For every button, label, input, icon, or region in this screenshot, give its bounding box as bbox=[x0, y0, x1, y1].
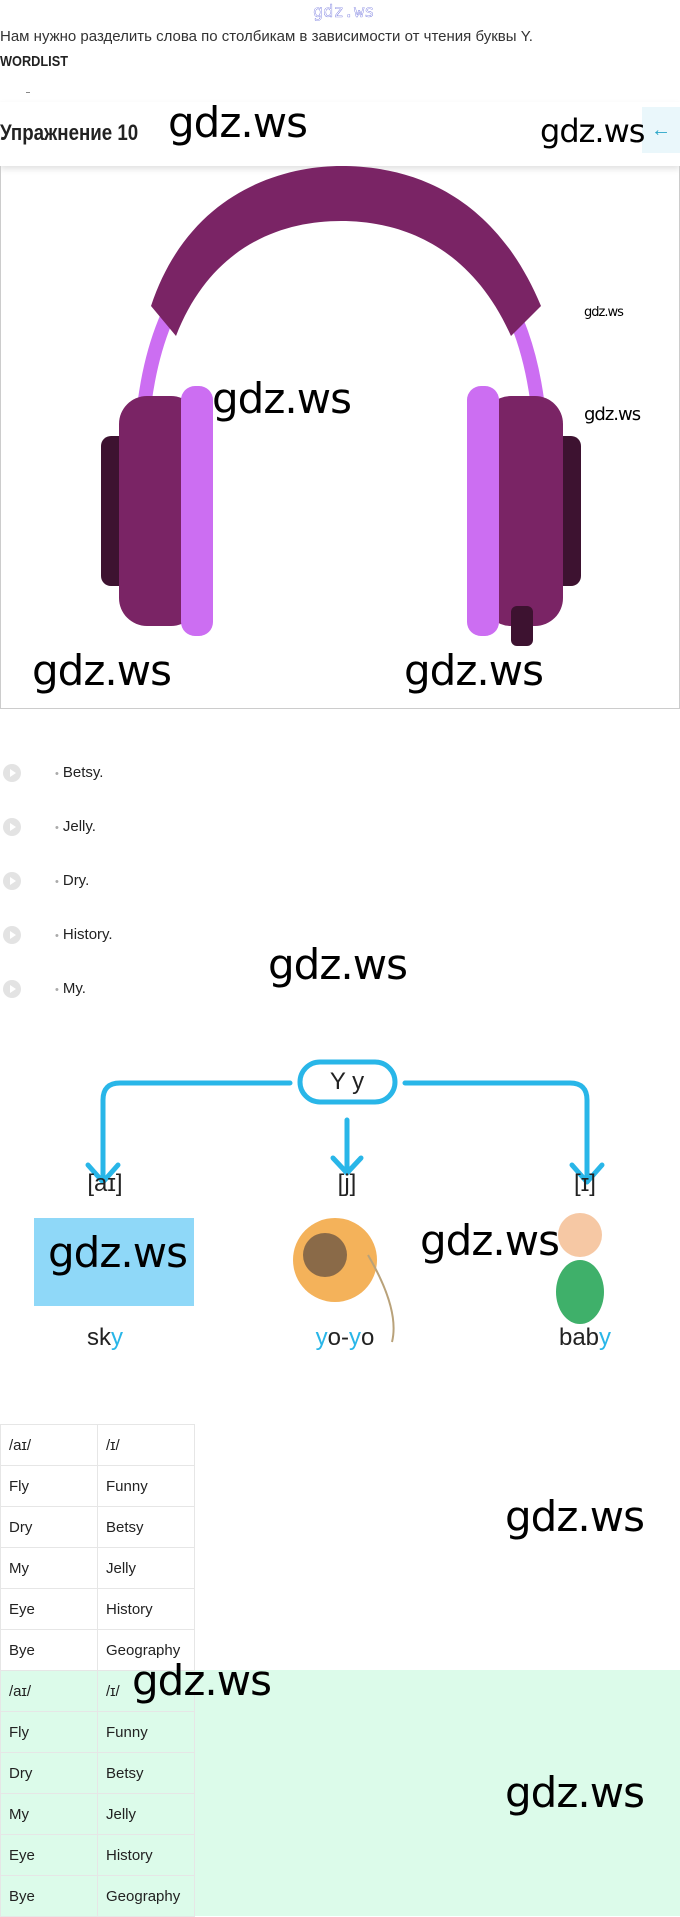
play-icon[interactable] bbox=[3, 980, 21, 998]
table-cell: Eye bbox=[0, 1834, 98, 1876]
word-sky: sky bbox=[87, 1324, 123, 1351]
watermark: gdz.ws bbox=[404, 646, 544, 695]
table-cell: History bbox=[97, 1834, 195, 1876]
y-sounds-diagram: Y y [aɪ] [j] [ɪ] sky yo-yo baby bbox=[0, 1050, 680, 1370]
table-cell: Geography bbox=[97, 1629, 195, 1671]
table-cell: History bbox=[97, 1588, 195, 1630]
watermark: gdz.ws bbox=[268, 940, 408, 989]
watermark-top: gdz.ws bbox=[313, 2, 375, 22]
sound-label: [j] bbox=[337, 1170, 357, 1197]
table-cell: Funny bbox=[97, 1465, 195, 1507]
play-icon[interactable] bbox=[3, 818, 21, 836]
sound-label: [aɪ] bbox=[87, 1170, 123, 1197]
table-cell: Geography bbox=[97, 1875, 195, 1917]
list-item: History. bbox=[0, 922, 200, 952]
list-item: Dry. bbox=[0, 868, 200, 898]
table-cell: Bye bbox=[0, 1629, 98, 1671]
watermark: gdz.ws bbox=[420, 1216, 560, 1265]
table-cell: My bbox=[0, 1793, 98, 1835]
instruction-text: Нам нужно разделить слова по столбикам в… bbox=[0, 28, 533, 45]
table-cell: /aɪ/ bbox=[0, 1670, 98, 1712]
watermark: gdz.ws bbox=[505, 1768, 645, 1817]
watermark: gdz.ws bbox=[540, 112, 645, 150]
list-item: Jelly. bbox=[0, 814, 200, 844]
table-header-row: /aɪ//ɪ/ bbox=[0, 1424, 195, 1466]
play-icon[interactable] bbox=[3, 926, 21, 944]
watermark: gdz.ws bbox=[584, 404, 641, 425]
table-cell: Bye bbox=[0, 1875, 98, 1917]
table-cell: /ɪ/ bbox=[97, 1424, 195, 1466]
table-cell: Fly bbox=[0, 1711, 98, 1753]
arrow-left-icon: ← bbox=[651, 119, 671, 141]
table-header-row: /aɪ//ɪ/ bbox=[0, 1670, 195, 1712]
table-cell: Betsy bbox=[97, 1506, 195, 1548]
play-icon[interactable] bbox=[3, 764, 21, 782]
watermark: gdz.ws bbox=[505, 1492, 645, 1541]
watermark: gdz.ws bbox=[48, 1228, 188, 1277]
table-cell: Dry bbox=[0, 1506, 98, 1548]
table-cell: My bbox=[0, 1547, 98, 1589]
wordlist-label: WORDLIST bbox=[0, 53, 68, 70]
list-item: Betsy. bbox=[0, 760, 200, 790]
watermark: gdz.ws bbox=[584, 305, 624, 320]
table-cell: Betsy bbox=[97, 1752, 195, 1794]
list-item: My. bbox=[0, 976, 200, 1006]
table-cell: Fly bbox=[0, 1465, 98, 1507]
word-yoyo: yo-yo bbox=[315, 1324, 375, 1351]
watermark: gdz.ws bbox=[32, 646, 172, 695]
watermark: gdz.ws bbox=[168, 98, 308, 147]
table-cell: Dry bbox=[0, 1752, 98, 1794]
play-icon[interactable] bbox=[3, 872, 21, 890]
back-button[interactable]: ← bbox=[642, 107, 680, 153]
watermark: gdz.ws bbox=[212, 374, 352, 423]
table-cell: Jelly bbox=[97, 1547, 195, 1589]
table-cell: Jelly bbox=[97, 1793, 195, 1835]
table-cell: Funny bbox=[97, 1711, 195, 1753]
word-baby: baby bbox=[558, 1324, 612, 1351]
divider-dash bbox=[26, 92, 30, 93]
watermark: gdz.ws bbox=[132, 1656, 272, 1705]
table-cell: /aɪ/ bbox=[0, 1424, 98, 1466]
headphones-image bbox=[0, 166, 680, 709]
center-letter: Y y bbox=[329, 1068, 365, 1095]
page-title: Упражнение 10 bbox=[0, 120, 139, 145]
sound-label: [ɪ] bbox=[574, 1170, 596, 1197]
table-cell: Eye bbox=[0, 1588, 98, 1630]
table-cell: /ɪ/ bbox=[97, 1670, 195, 1712]
